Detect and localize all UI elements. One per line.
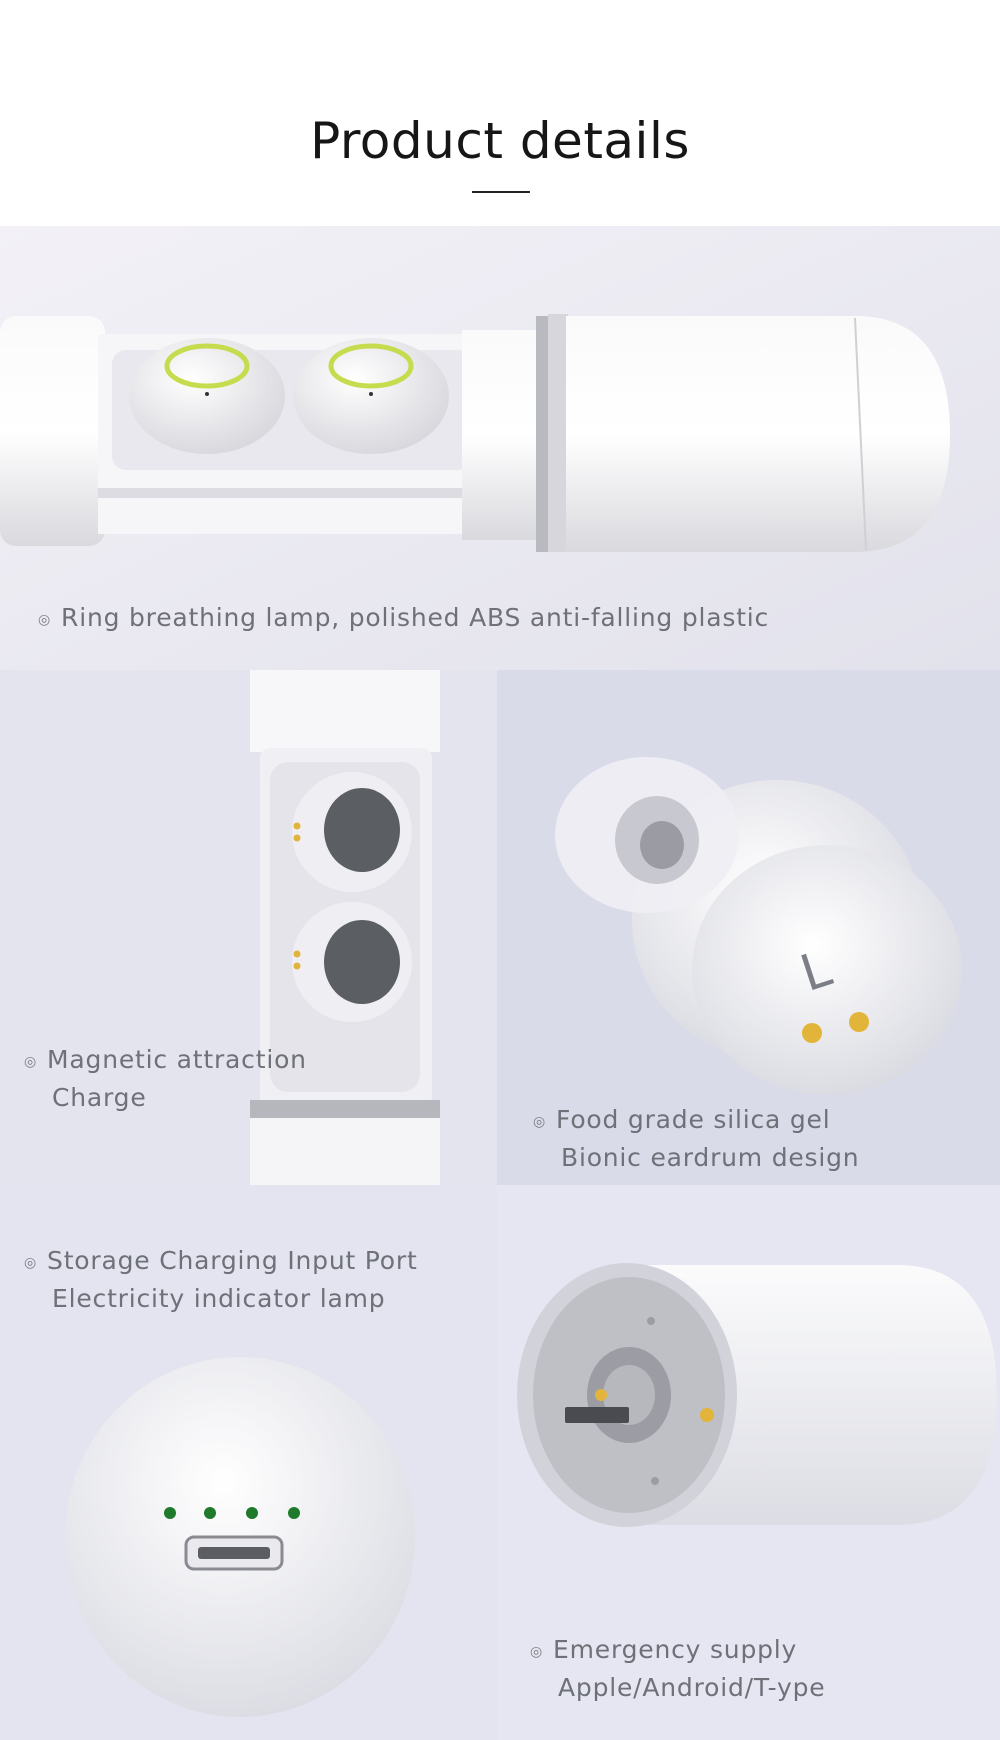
caption-port: ◎Storage Charging Input Port Electricity… (24, 1246, 418, 1313)
bullet-icon: ◎ (24, 1255, 38, 1271)
panel-port: ◎Storage Charging Input Port Electricity… (0, 1185, 497, 1740)
caption-supply: ◎Emergency supply Apple/Android/T-ype (530, 1635, 826, 1702)
charging-case-open-image (0, 226, 1000, 670)
panel-magnetic: ◎Magnetic attraction Charge (0, 670, 497, 1185)
charging-cradle-image (0, 670, 497, 1185)
panel-hero: ◎Ring breathing lamp, polished ABS anti-… (0, 226, 1000, 670)
panel-supply: ◎Emergency supply Apple/Android/T-ype (497, 1185, 1000, 1740)
caption-hero: ◎Ring breathing lamp, polished ABS anti-… (38, 603, 770, 632)
bullet-icon: ◎ (24, 1054, 38, 1070)
emergency-connector-image (497, 1185, 1000, 1740)
bullet-icon: ◎ (38, 612, 52, 628)
earbud-eartip-image (497, 670, 1000, 1185)
bullet-icon: ◎ (533, 1114, 547, 1130)
charging-port-image (0, 1185, 497, 1740)
title-divider (472, 191, 530, 193)
panel-eartip: L ◎Food grade silica gel Bionic eardrum … (497, 670, 1000, 1185)
caption-magnetic: ◎Magnetic attraction Charge (24, 1045, 307, 1112)
caption-eartip: ◎Food grade silica gel Bionic eardrum de… (533, 1105, 860, 1172)
bullet-icon: ◎ (530, 1644, 544, 1660)
page-title: Product details (310, 112, 690, 170)
